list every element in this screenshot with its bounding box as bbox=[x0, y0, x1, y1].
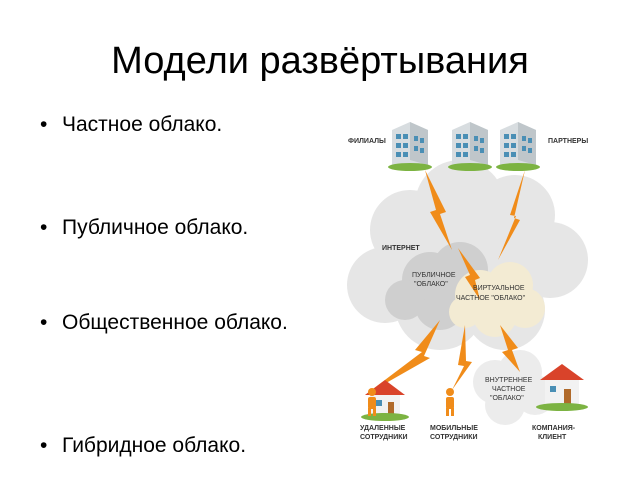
label-remote-staff-2: СОТРУДНИКИ bbox=[360, 434, 408, 441]
building-icon bbox=[388, 122, 432, 171]
house-icon bbox=[536, 364, 588, 411]
person-icon bbox=[368, 388, 376, 416]
bullet-community-cloud: Общественное облако. bbox=[40, 310, 302, 335]
building-icon bbox=[496, 122, 540, 171]
label-public-cloud-2: "ОБЛАКО" bbox=[414, 281, 448, 288]
virtual-private-cloud bbox=[449, 262, 545, 337]
label-internet: ИНТЕРНЕТ bbox=[382, 245, 420, 252]
slide-title: Модели развёртывания bbox=[111, 40, 529, 82]
label-client-company: КОМПАНИЯ- bbox=[532, 425, 576, 432]
label-virtual-private-cloud: ВИРТУАЛЬНОЕ bbox=[473, 285, 525, 292]
bullet-private-cloud: Частное облако. bbox=[40, 112, 330, 137]
label-partners: ПАРТНЕРЫ bbox=[548, 138, 588, 145]
label-internal-cloud: ВНУТРЕННЕЕ bbox=[485, 377, 533, 384]
label-branches: ФИЛИАЛЫ bbox=[348, 138, 386, 145]
label-public-cloud: ПУБЛИЧНОЕ bbox=[412, 272, 456, 279]
label-mobile-staff-2: СОТРУДНИКИ bbox=[430, 434, 478, 441]
label-remote-staff: УДАЛЕННЫЕ bbox=[360, 425, 406, 432]
label-virtual-private-cloud-2: ЧАСТНОЕ "ОБЛАКО" bbox=[456, 295, 526, 302]
bullet-public-cloud: Публичное облако. bbox=[40, 215, 330, 240]
bullet-hybrid-cloud: Гибридное облако. bbox=[40, 433, 330, 458]
person-icon bbox=[446, 388, 454, 416]
lightning-bolts bbox=[365, 170, 525, 395]
label-mobile-staff: МОБИЛЬНЫЕ bbox=[430, 425, 478, 432]
bullet-list: Частное облако. Публичное облако. Общест… bbox=[40, 112, 330, 458]
label-internal-cloud-3: "ОБЛАКО" bbox=[490, 395, 524, 402]
label-internal-cloud-2: ЧАСТНОЕ bbox=[492, 386, 526, 393]
building-icon bbox=[448, 122, 492, 171]
label-client-company-2: КЛИЕНТ bbox=[538, 434, 567, 441]
cloud-deployment-diagram: ФИЛИАЛЫ ПАРТНЕРЫ ИНТЕРНЕТ ПУБЛИЧНОЕ "ОБЛ… bbox=[347, 122, 588, 441]
